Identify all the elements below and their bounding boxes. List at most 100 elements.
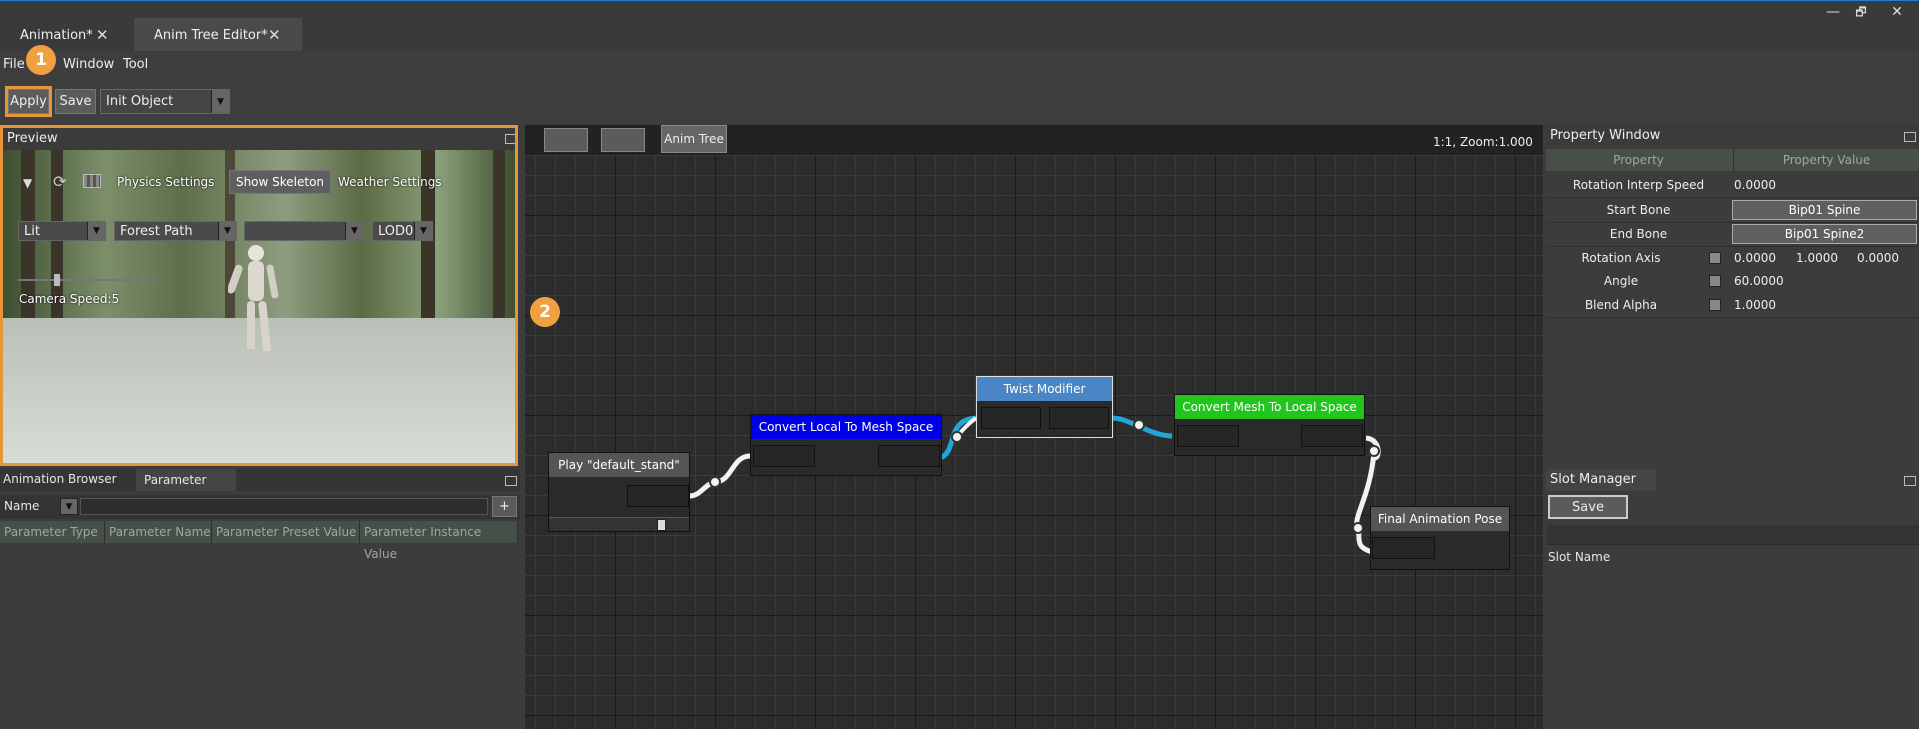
node-twist-modifier[interactable]: Twist Modifier bbox=[976, 376, 1113, 438]
node-convert-mesh-to-local[interactable]: Convert Mesh To Local Space bbox=[1174, 394, 1365, 456]
tab-anim-tree-editor[interactable]: Anim Tree Editor* ✕ bbox=[134, 18, 302, 52]
tab-anim-tree-editor-label: Anim Tree Editor* bbox=[154, 27, 268, 43]
apply-button[interactable]: Apply bbox=[8, 89, 49, 114]
lod-combo[interactable]: LOD0 ▼ bbox=[372, 221, 433, 241]
node-output-slot[interactable] bbox=[1049, 407, 1109, 429]
menu-file[interactable]: File bbox=[3, 57, 25, 72]
name-label: Name bbox=[4, 499, 40, 513]
prop-value[interactable]: 60.0000 bbox=[1734, 274, 1784, 288]
prop-row-start-bone: Start Bone Bip01 Spine bbox=[1546, 198, 1919, 222]
step-badge-1: 1 bbox=[26, 45, 56, 75]
node-play-progress[interactable] bbox=[549, 517, 689, 531]
show-skeleton-button[interactable]: Show Skeleton bbox=[229, 170, 331, 194]
node-convert-local-to-mesh[interactable]: Convert Local To Mesh Space bbox=[750, 414, 942, 476]
pin-icon[interactable] bbox=[505, 476, 517, 486]
minimize-icon[interactable]: — bbox=[1826, 4, 1840, 20]
connector-dot[interactable] bbox=[709, 476, 721, 488]
camera-speed-slider[interactable] bbox=[18, 274, 158, 286]
prop-name: Start Bone bbox=[1606, 203, 1671, 217]
prop-name: Rotation Axis bbox=[1581, 251, 1661, 265]
anim-tree-breadcrumb[interactable]: Anim Tree bbox=[661, 125, 727, 153]
parameter-panel: Animation Browser Parameter Name ▼ + Par… bbox=[0, 469, 520, 729]
blend-alpha-checkbox[interactable] bbox=[1709, 299, 1721, 311]
connector-dot[interactable] bbox=[1368, 445, 1380, 457]
rotate-icon[interactable]: ⟳ bbox=[53, 172, 67, 191]
slot-save-button[interactable]: Save bbox=[1548, 495, 1628, 519]
pin-icon[interactable] bbox=[505, 134, 515, 144]
restore-icon[interactable]: 🗗 bbox=[1855, 5, 1867, 19]
rotation-axis-checkbox[interactable] bbox=[1709, 252, 1721, 264]
environment-combo[interactable]: Forest Path ▼ bbox=[114, 221, 237, 241]
tab-animation[interactable]: Animation* ✕ bbox=[0, 18, 138, 52]
rotation-axis-y[interactable]: 1.0000 bbox=[1796, 251, 1838, 265]
prop-name: End Bone bbox=[1609, 227, 1668, 241]
node-output-slot[interactable] bbox=[878, 445, 940, 467]
angle-checkbox[interactable] bbox=[1709, 275, 1721, 287]
chevron-down-icon[interactable]: ▼ bbox=[218, 222, 236, 240]
zoom-readout: 1:1, Zoom:1.000 bbox=[1433, 135, 1533, 149]
character-model bbox=[228, 245, 279, 357]
init-object-combo[interactable]: Init Object ▼ bbox=[100, 89, 230, 114]
prop-value[interactable]: 0.0000 bbox=[1734, 178, 1776, 192]
node-input-slot[interactable] bbox=[753, 445, 815, 467]
rotation-axis-z[interactable]: 0.0000 bbox=[1857, 251, 1899, 265]
physics-settings-button[interactable]: Physics Settings bbox=[117, 175, 215, 189]
node-input-slot[interactable] bbox=[981, 407, 1041, 429]
end-bone-button[interactable]: Bip01 Spine2 bbox=[1732, 224, 1917, 244]
chevron-down-icon[interactable]: ▼ bbox=[60, 498, 78, 515]
row-divider bbox=[1546, 197, 1919, 198]
close-icon[interactable]: ✕ bbox=[268, 26, 281, 44]
rotation-axis-x[interactable]: 0.0000 bbox=[1734, 251, 1776, 265]
chevron-down-icon[interactable]: ▼ bbox=[87, 222, 105, 240]
anim-tree-graph[interactable] bbox=[525, 125, 1543, 729]
slot-manager-title: Slot Manager bbox=[1546, 469, 1656, 491]
progress-handle[interactable] bbox=[657, 519, 666, 531]
extra-combo[interactable]: ▼ bbox=[244, 221, 364, 241]
panel-tabs bbox=[0, 469, 520, 491]
connector-dot[interactable] bbox=[1352, 522, 1364, 534]
weather-settings-button[interactable]: Weather Settings bbox=[338, 175, 442, 189]
tab-animation-browser[interactable]: Animation Browser bbox=[3, 472, 117, 486]
close-window-icon[interactable]: ✕ bbox=[1891, 4, 1903, 20]
col-parameter-type: Parameter Type bbox=[0, 521, 105, 543]
preview-panel: Preview ▼ ⟳ Physics Settings Show Skelet… bbox=[0, 125, 518, 466]
node-play-default-stand[interactable]: Play "default_stand" bbox=[548, 452, 690, 532]
menu-tool[interactable]: Tool bbox=[123, 57, 149, 72]
property-header-row: Property Property Value bbox=[1546, 149, 1919, 171]
chevron-down-icon[interactable]: ▼ bbox=[211, 90, 229, 113]
node-final-animation-pose[interactable]: Final Animation Pose bbox=[1370, 506, 1510, 570]
slider-handle[interactable] bbox=[54, 274, 60, 286]
chevron-down-icon[interactable]: ▼ bbox=[345, 222, 363, 240]
add-parameter-button[interactable]: + bbox=[492, 496, 517, 517]
prop-value[interactable]: 1.0000 bbox=[1734, 298, 1776, 312]
node-convert-l2m-title: Convert Local To Mesh Space bbox=[751, 415, 941, 439]
collapse-arrow-icon[interactable]: ▼ bbox=[23, 176, 33, 190]
slot-name-header: Slot Name bbox=[1548, 550, 1611, 564]
lighting-mode-combo[interactable]: Lit ▼ bbox=[18, 221, 106, 241]
node-play-title: Play "default_stand" bbox=[549, 453, 689, 477]
tab-parameter[interactable]: Parameter bbox=[136, 469, 236, 491]
node-twist-title: Twist Modifier bbox=[977, 377, 1112, 401]
grid-icon[interactable] bbox=[83, 174, 101, 188]
scene-floor bbox=[3, 318, 515, 463]
connector-dot[interactable] bbox=[1133, 419, 1145, 431]
pin-icon[interactable] bbox=[1904, 476, 1916, 486]
node-output-slot[interactable] bbox=[1301, 425, 1363, 447]
chevron-down-icon[interactable]: ▼ bbox=[414, 222, 432, 240]
graph-forward-button[interactable] bbox=[601, 128, 645, 152]
step-badge-2: 2 bbox=[530, 297, 560, 327]
pin-icon[interactable] bbox=[1904, 132, 1916, 142]
node-input-slot[interactable] bbox=[1372, 537, 1435, 559]
node-output-slot[interactable] bbox=[627, 485, 689, 507]
node-input-slot[interactable] bbox=[1177, 425, 1239, 447]
row-divider bbox=[1546, 317, 1919, 318]
name-filter-input[interactable] bbox=[80, 498, 488, 515]
menu-bar: File Window Tool bbox=[0, 51, 1919, 80]
prop-row-angle: Angle 60.0000 bbox=[1546, 269, 1919, 293]
menu-window[interactable]: Window bbox=[63, 57, 115, 72]
save-button[interactable]: Save bbox=[55, 89, 96, 114]
connector-dot[interactable] bbox=[951, 431, 963, 443]
graph-back-button[interactable] bbox=[544, 128, 588, 152]
start-bone-button[interactable]: Bip01 Spine bbox=[1732, 200, 1917, 220]
close-icon[interactable]: ✕ bbox=[96, 26, 109, 44]
